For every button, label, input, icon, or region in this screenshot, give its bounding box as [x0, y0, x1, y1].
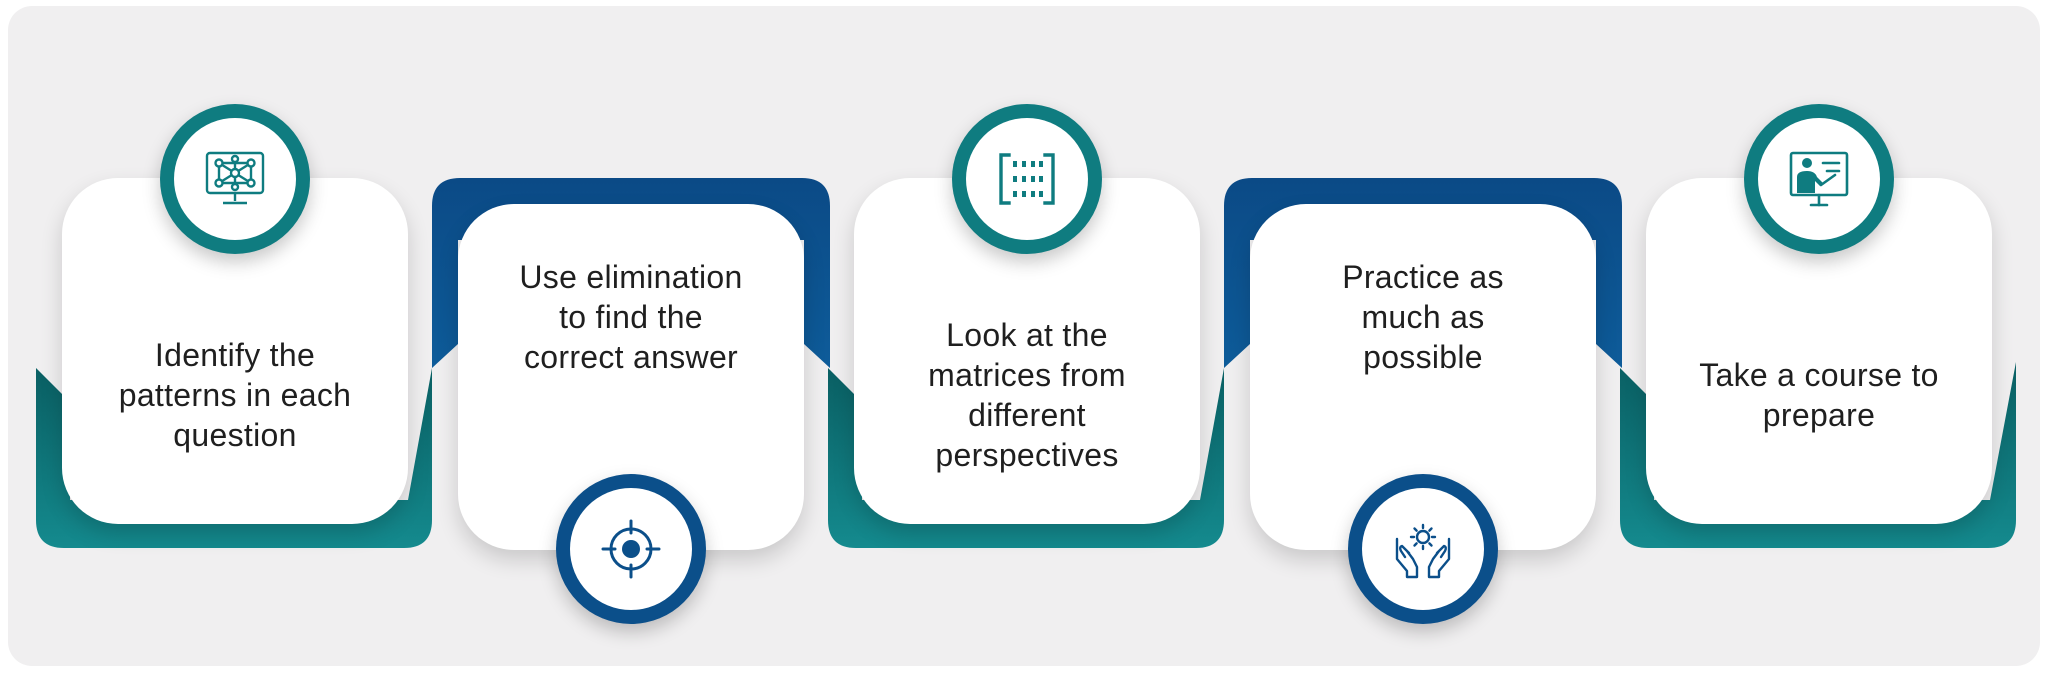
step-card-1: Identify the patterns in each question	[62, 178, 408, 524]
step-label-5: Take a course to prepare	[1699, 357, 1939, 433]
matrix-icon	[999, 153, 1055, 205]
step-label-2: Use elimination to find the correct answ…	[519, 259, 743, 375]
step-card-3: Look at the matrices from different pers…	[854, 178, 1200, 524]
step-label-3: Look at the matrices from different pers…	[928, 317, 1126, 473]
step-badge-2	[556, 474, 706, 624]
hands-gear-icon	[1395, 523, 1451, 579]
network-monitor-icon	[205, 151, 265, 205]
presentation-icon	[1789, 151, 1849, 207]
step-badge-5	[1744, 104, 1894, 254]
step-card-4: Practice as much as possible	[1250, 204, 1596, 550]
target-icon	[601, 519, 661, 579]
step-label-4: Practice as much as possible	[1342, 259, 1504, 375]
step-badge-4	[1348, 474, 1498, 624]
step-badge-3	[952, 104, 1102, 254]
step-label-1: Identify the patterns in each question	[118, 337, 352, 453]
step-badge-1	[160, 104, 310, 254]
